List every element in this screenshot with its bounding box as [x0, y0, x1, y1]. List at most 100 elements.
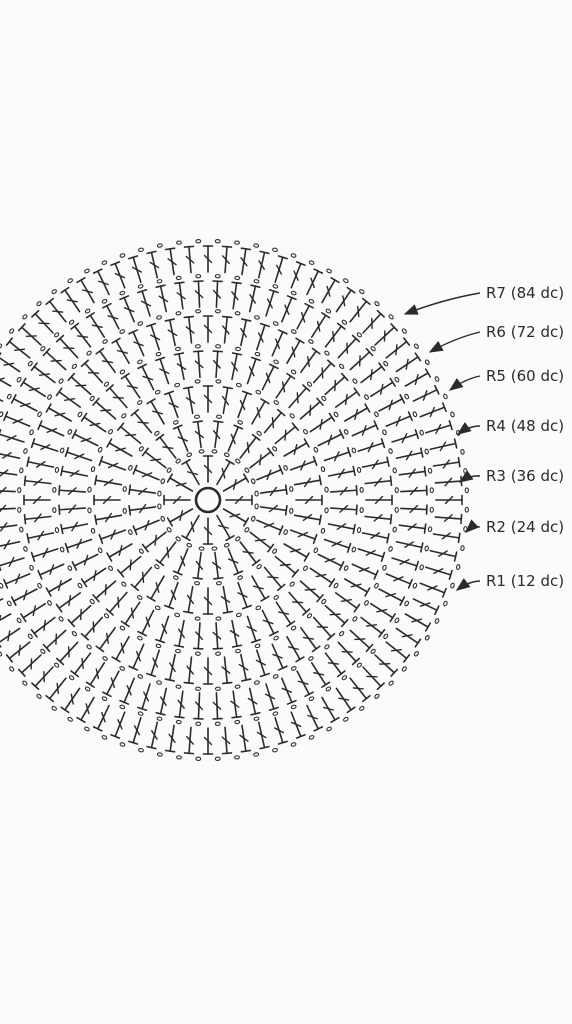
round-3-chain-dots — [87, 379, 329, 621]
double-crochet-symbol — [132, 519, 160, 536]
double-crochet-symbol — [337, 334, 361, 359]
double-crochet-symbol — [0, 627, 21, 648]
double-crochet-symbol — [351, 420, 379, 437]
double-crochet-symbol — [221, 386, 234, 415]
double-crochet-symbol — [283, 543, 310, 562]
double-crochet-symbol — [360, 362, 386, 384]
double-crochet-symbol — [231, 352, 243, 381]
double-crochet-symbol — [281, 677, 297, 705]
double-crochet-symbol — [251, 575, 270, 602]
double-crochet-symbol — [395, 352, 422, 373]
double-crochet-symbol — [60, 687, 81, 714]
double-crochet-symbol — [312, 359, 336, 384]
magic-ring — [194, 486, 222, 514]
double-crochet-symbol — [181, 514, 200, 542]
double-crochet-symbol — [239, 724, 252, 753]
double-crochet-symbol — [261, 363, 279, 391]
round-7-stitches — [0, 245, 463, 755]
double-crochet-symbol — [163, 390, 179, 419]
double-crochet-symbol — [290, 711, 306, 739]
double-crochet-symbol — [283, 438, 310, 457]
double-crochet-symbol — [357, 438, 386, 453]
double-crochet-symbol — [85, 312, 106, 339]
double-crochet-symbol — [0, 522, 18, 532]
round-1-chain-dots — [157, 449, 259, 551]
double-crochet-symbol — [155, 433, 177, 459]
double-crochet-symbol — [349, 297, 371, 323]
double-crochet-symbol — [0, 352, 21, 373]
double-crochet-symbol — [202, 245, 214, 273]
double-crochet-symbol — [337, 641, 361, 666]
double-crochet-symbol — [98, 455, 127, 471]
round-2-stitches — [128, 420, 288, 580]
double-crochet-symbol — [166, 508, 194, 527]
double-crochet-symbol — [391, 557, 420, 571]
double-crochet-symbol — [45, 578, 72, 597]
double-crochet-symbol — [137, 683, 151, 712]
double-crochet-symbol — [0, 469, 18, 477]
double-crochet-symbol — [434, 513, 463, 525]
double-crochet-symbol — [137, 363, 155, 391]
round-4-label: R4 (48 dc) — [486, 417, 564, 435]
double-crochet-symbol — [71, 553, 99, 571]
double-crochet-symbol — [128, 503, 157, 516]
double-crochet-symbol — [247, 687, 261, 716]
double-crochet-symbol — [256, 519, 284, 536]
double-crochet-symbol — [237, 581, 253, 610]
double-crochet-symbol — [344, 403, 371, 422]
double-crochet-symbol — [31, 309, 54, 334]
double-crochet-symbol — [275, 372, 296, 399]
double-crochet-symbol — [385, 337, 411, 359]
double-crochet-symbol — [0, 613, 12, 622]
double-crochet-symbol — [93, 494, 121, 506]
double-crochet-symbol — [238, 653, 252, 682]
double-crochet-symbol — [146, 398, 165, 425]
double-crochet-symbol — [378, 588, 406, 606]
double-crochet-symbol — [378, 394, 406, 412]
round-3-arrow — [458, 470, 481, 483]
double-crochet-symbol — [119, 677, 135, 705]
round-5-chain-dots — [17, 309, 399, 691]
double-crochet-symbol — [212, 621, 224, 650]
double-crochet-symbol — [141, 531, 167, 553]
double-crochet-symbol — [324, 604, 349, 628]
double-crochet-symbol — [130, 566, 153, 592]
double-crochet-symbol — [80, 616, 104, 641]
double-crochet-symbol — [105, 591, 128, 616]
double-crochet-symbol — [173, 352, 187, 381]
double-crochet-symbol — [70, 322, 92, 348]
double-crochet-symbol — [137, 288, 152, 317]
double-crochet-symbol — [317, 553, 345, 571]
double-crochet-symbol — [300, 347, 321, 373]
double-crochet-symbol — [128, 255, 143, 283]
double-crochet-symbol — [67, 604, 92, 628]
double-crochet-symbol — [327, 465, 356, 479]
double-crochet-symbol — [3, 411, 31, 427]
round-6-label: R6 (72 dc) — [486, 323, 564, 341]
round-5-stitches — [23, 315, 393, 685]
double-crochet-symbol — [310, 661, 331, 688]
double-crochet-symbol — [349, 347, 374, 371]
double-crochet-symbol — [173, 619, 185, 648]
double-crochet-symbol — [183, 315, 195, 344]
double-crochet-symbol — [274, 255, 288, 283]
round-1-stitches — [163, 455, 253, 545]
double-crochet-symbol — [212, 350, 224, 379]
double-crochet-symbol — [237, 390, 253, 419]
double-crochet-symbol — [155, 615, 170, 644]
double-crochet-symbol — [296, 302, 314, 330]
double-crochet-symbol — [17, 654, 42, 677]
double-crochet-symbol — [110, 711, 126, 739]
double-crochet-symbol — [55, 334, 79, 359]
double-crochet-symbol — [374, 654, 399, 677]
double-crochet-symbol — [102, 302, 120, 330]
double-crochet-symbol — [116, 555, 142, 578]
arrow-layer — [403, 292, 481, 591]
double-crochet-symbol — [385, 411, 413, 427]
round-7-label: R7 (84 dc) — [486, 284, 564, 302]
double-crochet-symbol — [116, 422, 142, 445]
double-crochet-symbol — [80, 359, 104, 384]
double-crochet-symbol — [222, 473, 250, 492]
double-crochet-symbol — [202, 727, 214, 755]
